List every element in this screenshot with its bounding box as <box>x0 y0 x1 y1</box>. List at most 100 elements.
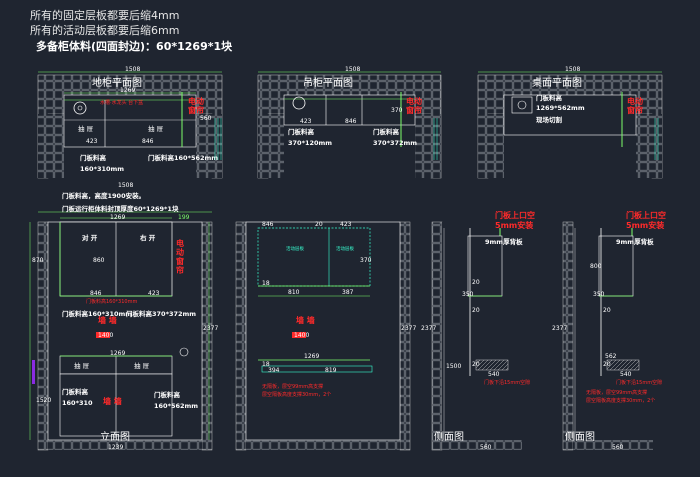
wall-cabinet-plan: 吊柜平面图 1508 423 846 370 门板料高 370*120mm 门板… <box>257 66 442 179</box>
side1-dim-1500: 1500 <box>446 363 461 370</box>
sec-dim-1269: 1269 <box>304 353 319 360</box>
side1-dim-20b: 20 <box>472 307 480 314</box>
elev-cut-db: 160*562mm <box>154 402 198 410</box>
floor-plan-title: 地柜平面图 <box>92 76 142 89</box>
elev-note2: 门板运行柜体料封顶厚度60*1269*1块 <box>62 204 179 213</box>
desk-plan: 桌面平面图 1508 门板料高 1269*562mm 现场切割 电动窗帘 <box>477 66 663 179</box>
elev-dim-423: 423 <box>148 290 160 297</box>
side2-dim-350: 350 <box>593 291 605 298</box>
side-view-1: 门板上口空 5mm安装 9mm厚背板 20 350 20 2377 540 20… <box>421 210 535 451</box>
side2-dim-2377: 2377 <box>552 325 567 332</box>
floor-plan-right-label: 抽 屉 <box>148 124 164 133</box>
floor-plan-cut2: 门板料高160*562mm <box>148 153 218 162</box>
elev-cut-c: 门板料高 <box>62 387 89 396</box>
sec-dim-18a: 18 <box>262 280 270 287</box>
elev-cut-cb: 160*310 <box>62 399 93 407</box>
desk-plan-title: 桌面平面图 <box>532 76 582 89</box>
side2-top-red: 门板上口空 <box>626 210 666 220</box>
elev-cut-a-bold: 门板料高160*310mm <box>62 309 132 318</box>
front-elevation: 门板料高，高度1900安装。 门板运行柜体料封顶厚度60*1269*1块 150… <box>29 182 218 451</box>
floor-plan-depth: 560 <box>200 115 212 122</box>
side2-dim-560: 560 <box>612 444 624 451</box>
side1-dim-2377: 2377 <box>421 325 436 332</box>
floor-plan-inner: 1269 <box>120 87 135 94</box>
wall-plan-w2: 846 <box>345 118 357 125</box>
side2-title: 侧面图 <box>565 430 595 443</box>
wall-plan-total: 1508 <box>345 66 360 73</box>
desk-plan-elec: 电动窗帘 <box>627 96 643 115</box>
sec-dim-18b: 18 <box>262 361 270 368</box>
elev-dim-2377: 2377 <box>203 325 218 332</box>
wall-plan-cut2b: 370*372mm <box>373 139 417 147</box>
sec-wall-label: 墙 墙 <box>296 315 315 325</box>
side1-board: 9mm厚背板 <box>485 237 523 246</box>
sec-dim-387: 387 <box>342 289 354 296</box>
elev-note1: 门板料高，高度1900安装。 <box>62 191 145 200</box>
wall-plan-w1: 423 <box>300 118 312 125</box>
sec-dim-394: 394 <box>268 367 280 374</box>
wall-plan-inner: 370 <box>391 107 403 114</box>
side2-dim-800: 800 <box>590 263 602 270</box>
elev-dim-1269: 1269 <box>110 214 125 221</box>
elev-center: 1400 <box>98 332 113 339</box>
elev-cut-d: 门板料高 <box>154 390 181 399</box>
desk-plan-cut1b: 1269*562mm <box>536 104 585 112</box>
elev-dim-846: 846 <box>90 290 102 297</box>
note-spare-board: 多备柜体料(四面封边)：60*1269*1块 <box>36 39 233 53</box>
elev-dim-1269b: 1269 <box>110 350 125 357</box>
side1-dim-350: 350 <box>462 291 474 298</box>
elev-drawer-left: 抽 屉 <box>74 361 90 370</box>
wall-plan-cut1b: 370*120mm <box>288 139 332 147</box>
sec-cyan-a: 活动层板 <box>286 245 304 252</box>
side1-dim-20a: 20 <box>472 279 480 286</box>
side2-dim-562: 562 <box>605 353 617 360</box>
floor-plan-sink: 水槽·水龙头 台下盆 <box>100 99 143 106</box>
desk-plan-total: 1508 <box>565 66 580 73</box>
side2-dim-20: 20 <box>603 307 611 314</box>
note-fixed-shelf: 所有的固定层板都要后缩4mm <box>30 8 179 22</box>
side1-down: 门板下沿15mm空隙 <box>484 379 530 386</box>
floor-plan-left-label: 抽 屉 <box>78 124 94 133</box>
elev-drawer-right: 抽 屉 <box>134 361 150 370</box>
side1-dim-20c: 20 <box>472 361 480 368</box>
side2-foot1: 无隔板，层空99mm高支撑 <box>586 389 647 396</box>
elev-elec: 电动窗帘 <box>176 238 184 275</box>
sec-cyan-b: 活动层板 <box>336 245 354 252</box>
floor-plan-w2: 846 <box>142 138 154 145</box>
sec-foot1: 无隔板，层空99mm高支撑 <box>262 383 323 390</box>
floor-plan-w1: 423 <box>86 138 98 145</box>
elev-wall-label-2: 墙 墙 <box>103 396 122 406</box>
desk-plan-cut2: 现场切割 <box>536 115 563 124</box>
sec-dim-846: 846 <box>262 221 274 228</box>
sec-dim-819: 819 <box>325 367 337 374</box>
side1-title: 侧面图 <box>434 430 464 443</box>
floor-plan-cut1: 门板料高 <box>80 153 107 162</box>
side1-dim-560: 560 <box>480 444 492 451</box>
sec-dim-2377: 2377 <box>401 325 416 332</box>
elev-door-left: 对 开 <box>82 233 98 242</box>
wall-plan-elec: 电动窗帘 <box>406 96 422 115</box>
sec-dim-423: 423 <box>340 221 352 228</box>
side2-down: 门板下沿15mm空隙 <box>616 379 662 386</box>
side1-top-red2: 5mm安装 <box>495 220 533 230</box>
elev-dim-199: 199 <box>178 214 190 221</box>
note-movable-shelf: 所有的活动层板都要后缩6mm <box>30 23 179 37</box>
wall-plan-cut1: 门板料高 <box>288 127 315 136</box>
elev-wall-label: 墙 墙 <box>98 315 117 325</box>
floor-plan-cut1b: 160*310mm <box>80 165 124 173</box>
desk-plan-cut1: 门板料高 <box>536 93 563 102</box>
floor-plan: 地柜平面图 1508 1269 抽 屉 抽 屉 423 846 560 水槽·水… <box>37 66 223 179</box>
sec-dim-20: 20 <box>315 221 323 228</box>
side1-top-red: 门板上口空 <box>495 210 535 220</box>
side2-foot2: 层空隔板高度支撑30mm，2个 <box>586 397 655 404</box>
side1-dim-540: 540 <box>488 371 500 378</box>
sec-mid: 1400 <box>294 332 309 339</box>
sec-foot2: 层空隔板高度支撑30mm，2个 <box>262 391 331 398</box>
elev-dim-1520: 1520 <box>36 397 51 404</box>
elev-cut-a: 门板料高160*310mm <box>86 298 137 305</box>
wall-plan-cut2: 门板料高 <box>373 127 400 136</box>
elev-cut-b: 门板料高370*372mm <box>126 309 196 318</box>
sec-dim-810: 810 <box>288 289 300 296</box>
